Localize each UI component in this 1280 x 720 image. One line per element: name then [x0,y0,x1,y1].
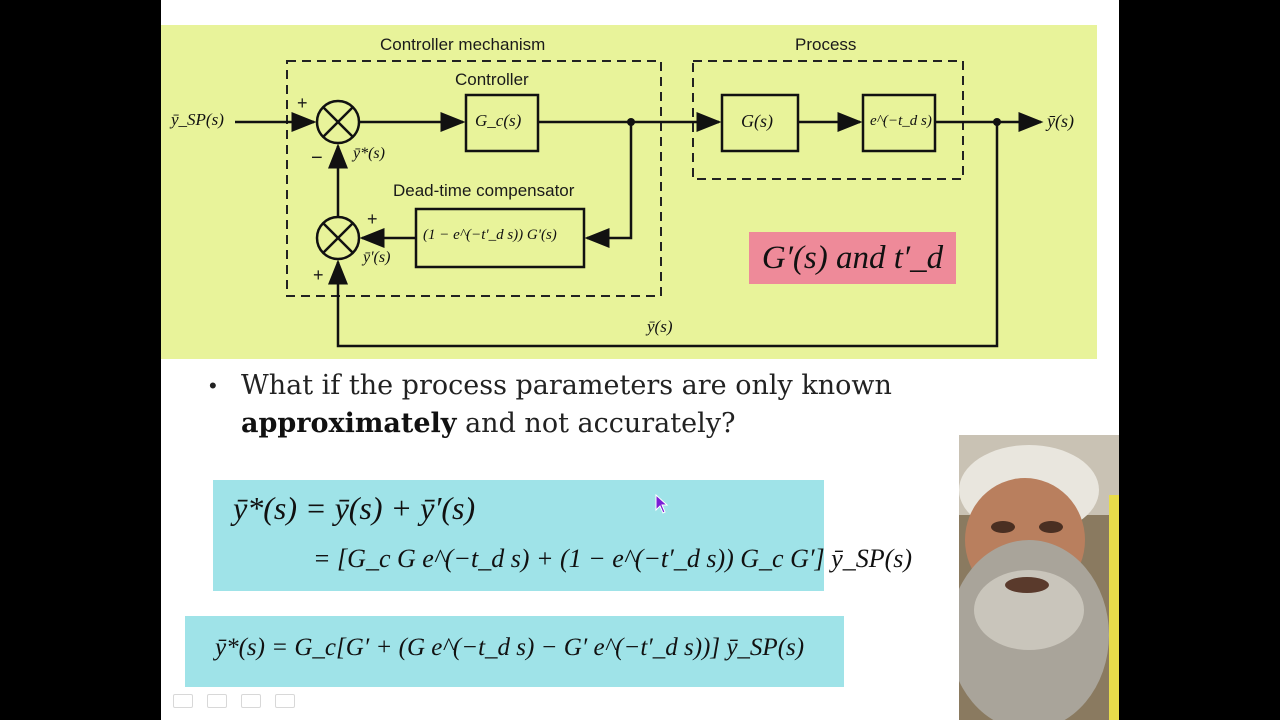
compensator-tf: (1 − e^(−t'_d s)) G'(s) [423,227,557,243]
sign-plus-top: + [297,93,308,113]
controller-mechanism-label: Controller mechanism [380,35,546,54]
dead-time-compensator-label: Dead-time compensator [393,181,575,200]
y-prime-signal: ȳ'(s) [363,249,391,266]
process-label: Process [795,35,857,54]
delay-tf: e^(−t_d s) [870,113,932,129]
sign-plus-compensator: + [367,209,378,229]
pen-icon[interactable] [207,694,227,708]
bullet-text-bold: approximately [241,408,457,439]
sign-plus-feedback: + [313,265,324,285]
highlight-box: G′(s) and t′_d [749,232,956,284]
process-box [692,60,964,180]
equation-box-1: ȳ*(s) = ȳ(s) + ȳ′(s) = [G_c G e^(−t_d s)… [213,480,912,591]
slide: Controller mechanism Process Controller … [161,0,1119,720]
mouse-cursor-icon [655,494,669,514]
block-diagram-lines [235,60,1044,348]
controller-label: Controller [455,70,529,89]
equation-box-2: ȳ*(s) = G_c[G′ + (G e^(−t_d s) − G′ e^(−… [185,616,844,687]
bullet-dot-icon: • [209,373,217,398]
prev-slide-icon[interactable] [173,694,193,708]
controller-tf: G_c(s) [475,111,522,130]
summing-junction-bottom [315,215,361,261]
bullet-text-before: What if the process parameters are only … [241,370,892,401]
output-signal: ȳ(s) [1047,111,1074,131]
bullet-point: • What if the process parameters are onl… [209,367,969,443]
block-diagram: Controller mechanism Process Controller … [161,25,1097,359]
feedback-signal: ȳ(s) [647,317,673,336]
bullet-text-after: and not accurately? [456,408,736,439]
sign-minus: − [311,147,323,169]
next-slide-icon[interactable] [275,694,295,708]
process-tf: G(s) [741,111,773,131]
bullet-text: What if the process parameters are only … [209,367,969,443]
equation-1-line-1: ȳ*(s) = ȳ(s) + ȳ′(s) [233,490,476,526]
slide-nav-icons[interactable] [173,694,295,708]
setpoint-signal: ȳ_SP(s) [171,110,224,129]
controller-mechanism-box [286,60,662,297]
summing-junction-top [315,99,361,145]
equation-1-line-2: = [G_c G e^(−t_d s) + (1 − e^(−t′_d s)) … [313,544,913,573]
y-star-signal: ȳ*(s) [353,145,385,162]
equation-2: ȳ*(s) = G_c[G′ + (G e^(−t_d s) − G′ e^(−… [215,634,805,661]
menu-icon[interactable] [241,694,261,708]
presenter-webcam [959,435,1119,720]
